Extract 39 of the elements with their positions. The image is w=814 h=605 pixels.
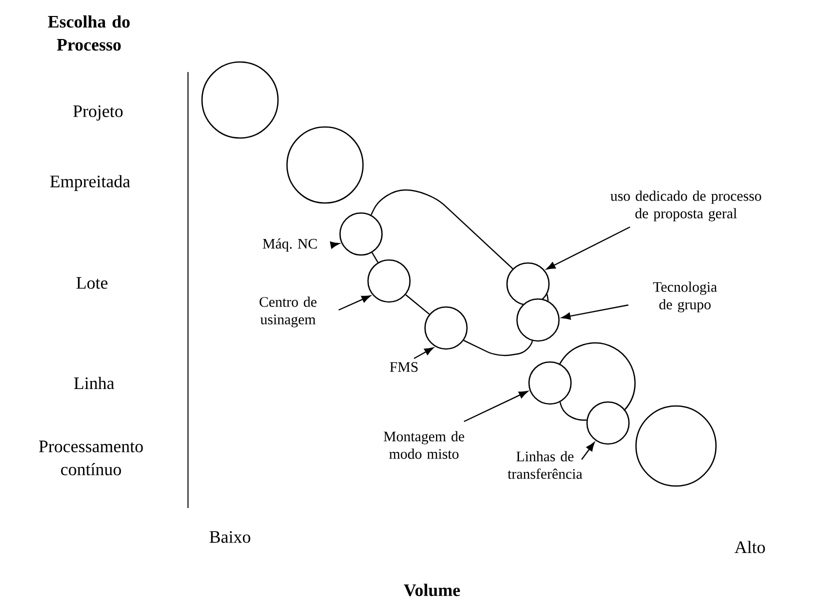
leader-arrow [581,442,595,460]
axis-label: Baixo [210,531,250,543]
callout-text: Máq. NC [262,238,317,252]
connector-line [372,252,378,263]
process-circle [506,262,550,306]
process-circle [586,401,630,445]
axis-title: Volume [404,584,460,596]
connector-line [463,340,534,356]
axis-label: Lote [76,277,108,289]
callout-text: Linhas de transferência [508,451,582,479]
leader-arrow [464,390,528,422]
connector-line [546,294,549,301]
process-circle [424,306,468,350]
leader-arrow [338,295,371,311]
connector-line [370,189,514,270]
axis-label: Alto [734,540,765,554]
process-circle [635,405,717,487]
leader-arrow [546,226,630,270]
callout-text: Centro de usinagem [260,296,316,328]
connector-line [405,294,430,315]
process-circle [516,298,560,342]
callout-text: uso dedicado de processo de proposta geral [610,190,762,222]
process-circle [367,259,411,303]
axis-label: Linha [74,376,114,390]
axis-label: Processamento contínuo [39,440,143,476]
callout-text: Montagem de modo misto [384,431,464,459]
process-circle [528,361,572,405]
process-circle [339,212,383,256]
connector-line [560,402,587,421]
callout-text: Tecnologia de grupo [653,282,717,312]
axis-label: Projeto [73,105,123,121]
leader-arrow [561,304,628,320]
axis-title: Escolha do Processo [48,15,130,51]
leader-arrow [414,347,434,359]
process-circle [201,61,279,139]
leader-arrow [330,242,340,249]
axis-label: Empreitada [50,175,130,191]
process-circle [286,126,364,204]
callout-text: FMS [390,362,418,372]
